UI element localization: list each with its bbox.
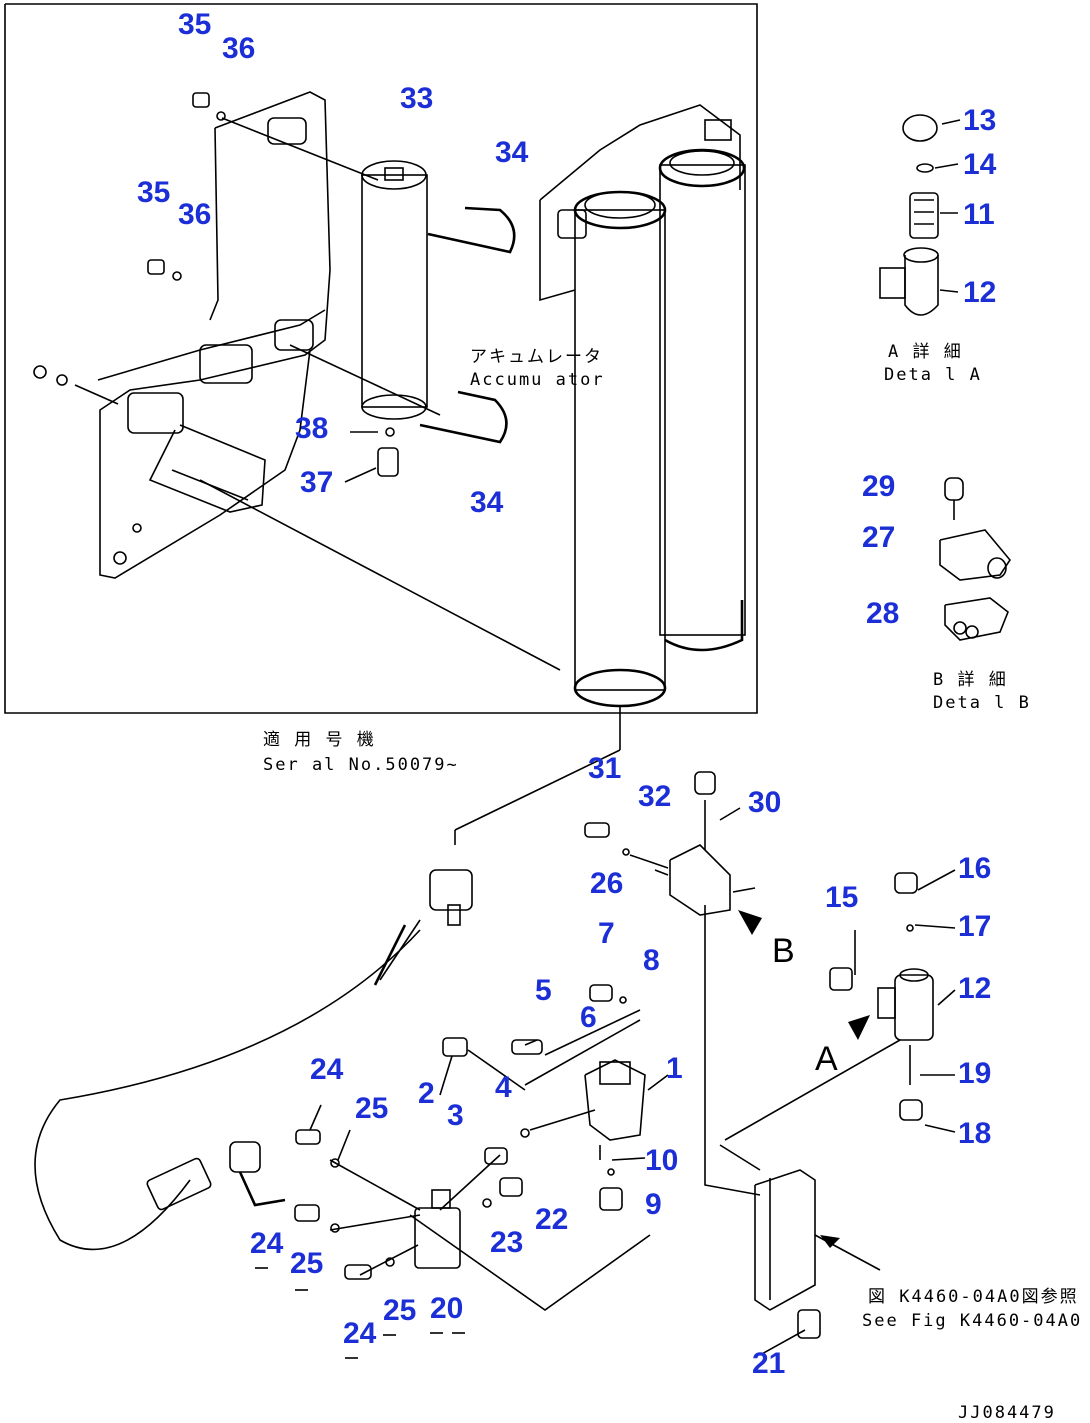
callout-12: 12 — [958, 972, 991, 1005]
serial-label-en: Ser al No.50079~ — [263, 755, 459, 775]
callout-21: 21 — [752, 1347, 785, 1380]
detail-b — [939, 477, 1011, 641]
callout-14: 14 — [963, 148, 997, 181]
callout-8: 8 — [643, 944, 660, 977]
detail-b-label-jp: B 詳 細 — [933, 670, 1008, 690]
callout-6: 6 — [580, 1001, 597, 1034]
detail-a-label-en: Deta l A — [884, 365, 982, 385]
detail-b-label-en: Deta l B — [933, 693, 1031, 713]
callout-2: 2 — [418, 1077, 435, 1110]
small-cylinder — [361, 160, 428, 420]
callout-25: 25 — [290, 1247, 323, 1280]
callout-11: 11 — [963, 198, 995, 231]
callout-36: 36 — [222, 32, 255, 65]
view-b-label: B — [772, 932, 795, 970]
callout-25: 25 — [383, 1294, 416, 1327]
callout-38: 38 — [295, 412, 328, 445]
inset-frame — [4, 3, 758, 714]
callout-7: 7 — [598, 917, 615, 950]
accumulator — [539, 104, 746, 708]
callout-25: 25 — [355, 1092, 388, 1125]
callout-leaders — [309, 119, 961, 1356]
nut-35-lower — [147, 259, 165, 275]
view-a-label: A — [815, 1040, 838, 1078]
detail-a — [879, 114, 939, 316]
fitting-37 — [377, 447, 399, 477]
callout-18: 18 — [958, 1117, 991, 1150]
callout-19: 19 — [958, 1057, 991, 1090]
valve-plate — [754, 1169, 881, 1311]
nut-left — [56, 374, 68, 386]
lower-leaders — [34, 749, 901, 1311]
detail-a-label-jp: A 詳 細 — [888, 342, 963, 362]
callout-29: 29 — [862, 470, 895, 503]
see-fig-label-en: See Fig K4460-04A0 — [862, 1311, 1082, 1331]
callout-1: 1 — [666, 1052, 683, 1085]
callout-20: 20 — [430, 1292, 463, 1325]
callout-5: 5 — [535, 974, 552, 1007]
callout-34: 34 — [495, 136, 529, 169]
callout-24: 24 — [310, 1053, 344, 1086]
arrow-see-fig — [820, 1235, 840, 1248]
accumulator-label-jp: アキュムレータ — [470, 347, 603, 367]
callout-17: 17 — [958, 910, 991, 943]
callout-3: 3 — [447, 1099, 464, 1132]
callout-26: 26 — [590, 867, 623, 900]
mounting-bracket — [97, 91, 331, 579]
washer-left — [33, 365, 47, 379]
callout-16: 16 — [958, 852, 991, 885]
callout-24: 24 — [343, 1317, 377, 1350]
callout-12: 12 — [963, 276, 996, 309]
fittings — [294, 984, 821, 1339]
callout-24: 24 — [250, 1227, 284, 1260]
washer-36-lower — [172, 271, 182, 281]
callout-30: 30 — [748, 786, 781, 819]
callout-32: 32 — [638, 780, 671, 813]
nut-35-upper — [192, 92, 210, 108]
callout-10: 10 — [645, 1144, 678, 1177]
callout-37: 37 — [300, 466, 333, 499]
see-fig-label-jp: 図 K4460-04A0図参照 — [868, 1287, 1079, 1307]
drawing-code: JJ084479 — [958, 1403, 1056, 1423]
notes: アキュムレータ Accumu ator A 詳 細 Deta l A B 詳 細… — [263, 342, 1082, 1423]
callout-13: 13 — [963, 104, 996, 137]
tick-marks — [255, 1267, 465, 1359]
callout-15: 15 — [825, 881, 858, 914]
arrow-b — [738, 910, 762, 935]
inset-leaders — [74, 117, 621, 750]
bracket-1 — [584, 1059, 646, 1141]
u-bolt-lower — [419, 390, 508, 444]
callout-4: 4 — [495, 1071, 512, 1104]
callout-28: 28 — [866, 597, 899, 630]
callout-labels: 35 36 35 36 33 34 34 38 37 13 14 11 12 2… — [137, 8, 997, 1380]
arrow-a — [848, 1015, 870, 1040]
callout-33: 33 — [400, 82, 433, 115]
callout-36: 36 — [178, 198, 211, 231]
o-ring-38 — [385, 427, 395, 437]
callout-27: 27 — [862, 521, 895, 554]
callout-34: 34 — [470, 486, 504, 519]
callout-23: 23 — [490, 1226, 523, 1259]
solenoid-block-26 — [584, 771, 731, 916]
hose-assembly — [146, 869, 473, 1211]
callout-35: 35 — [178, 8, 211, 41]
u-bolt-upper — [427, 206, 516, 254]
callout-9: 9 — [645, 1188, 662, 1221]
valve-12 — [829, 872, 934, 1121]
washer-36-upper — [216, 111, 226, 121]
callout-22: 22 — [535, 1203, 568, 1236]
callout-35: 35 — [137, 176, 170, 209]
serial-label-jp: 適 用 号 機 — [263, 730, 376, 750]
accumulator-label-en: Accumu ator — [470, 370, 605, 390]
callout-31: 31 — [588, 752, 621, 785]
